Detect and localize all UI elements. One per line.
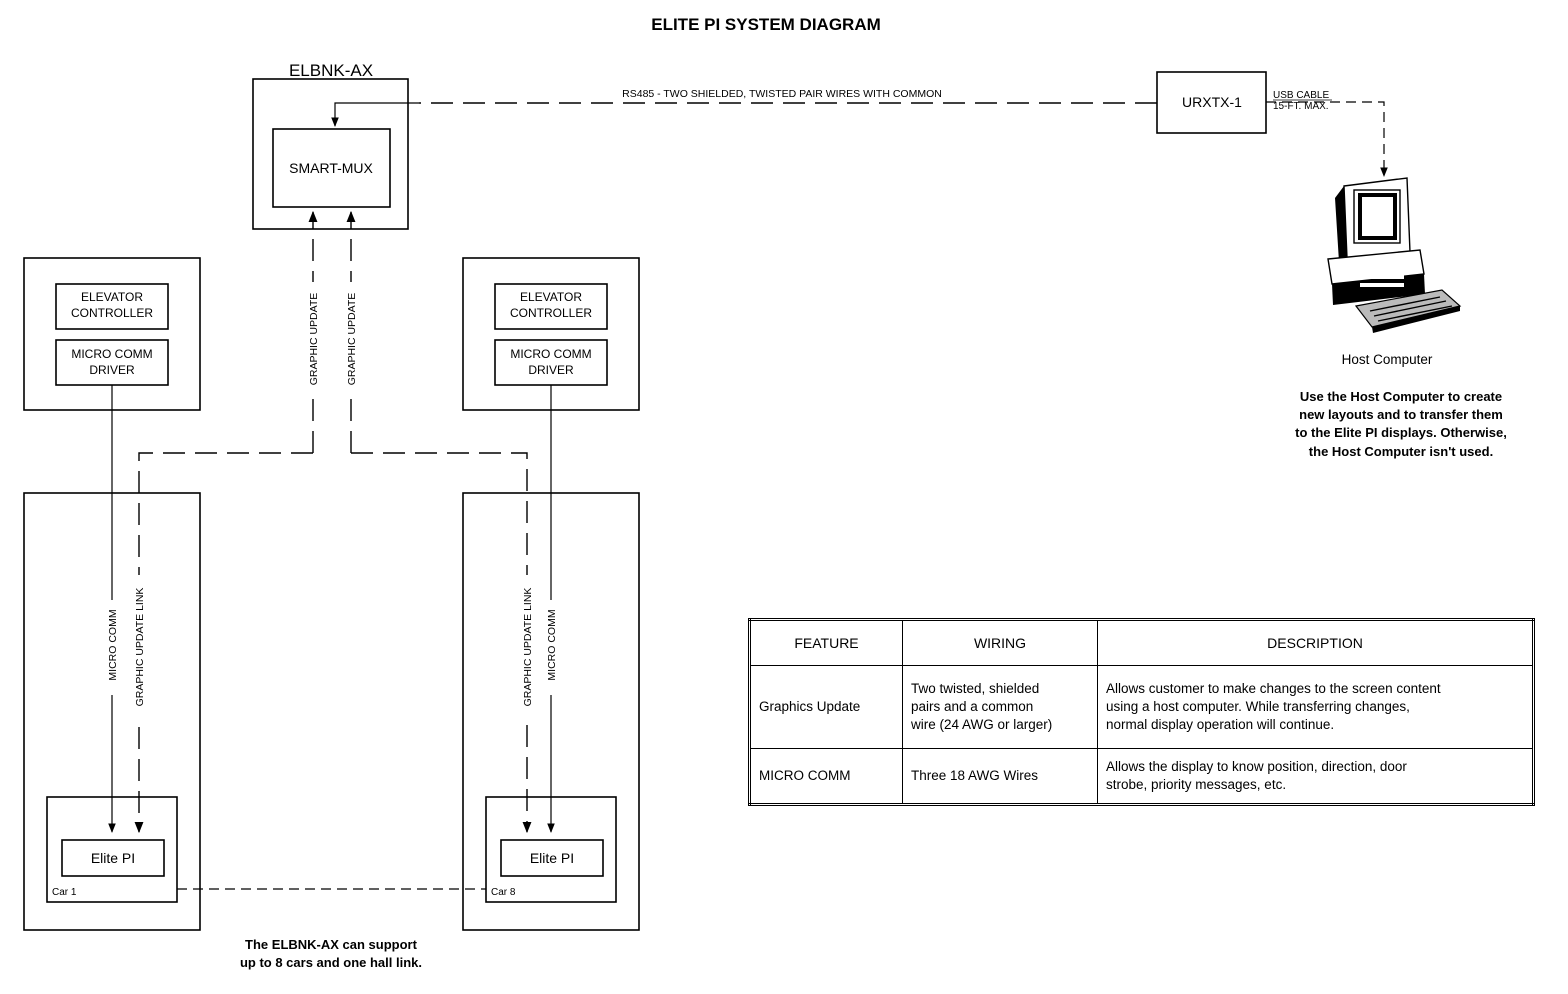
table-row: MICRO COMM Three 18 AWG Wires Allows the… [749, 748, 1534, 805]
right-driver-line1: MICRO COMM [510, 347, 591, 361]
graphic-update-label-right: GRAPHIC UPDATE [346, 293, 358, 386]
header-feature: FEATURE [749, 619, 903, 666]
graphic-update-label-left: GRAPHIC UPDATE [308, 293, 320, 386]
row2-desc-line1: Allows the display to know position, dir… [1106, 759, 1407, 774]
right-controller-line2: CONTROLLER [510, 306, 592, 320]
car8-elite-pi-label: Elite PI [530, 850, 574, 866]
row2-description: Allows the display to know position, dir… [1097, 748, 1534, 805]
car8-elite-pi [500, 839, 604, 877]
host-note-4: the Host Computer isn't used. [1309, 444, 1493, 459]
host-computer-icon [1327, 177, 1462, 333]
usb-cable [1266, 101, 1388, 177]
graphic-run-right [351, 452, 532, 834]
row1-feature: Graphics Update [749, 665, 903, 749]
car1-micro-comm-label: MICRO COMM [107, 609, 119, 680]
urxtx-label: URXTX-1 [1182, 94, 1242, 110]
row1-desc-line3: normal display operation will continue. [1106, 717, 1335, 732]
feature-table: FEATURE WIRING DESCRIPTION Graphics Upda… [748, 618, 1535, 806]
table-header-row: FEATURE WIRING DESCRIPTION [749, 619, 1534, 666]
smart-mux-box [272, 128, 391, 208]
rs485-drop [331, 102, 419, 127]
bottom-note-2: up to 8 cars and one hall link. [240, 955, 422, 970]
host-note-2: new layouts and to transfer them [1299, 407, 1503, 422]
right-driver-line2: DRIVER [528, 363, 574, 377]
right-controller-line1: ELEVATOR [520, 290, 582, 304]
car1-graphic-link-label: GRAPHIC UPDATE LINK [134, 588, 146, 707]
host-note-1: Use the Host Computer to create [1300, 389, 1502, 404]
diagram-title: ELITE PI SYSTEM DIAGRAM [651, 15, 881, 34]
elbnk-box [252, 78, 409, 230]
header-wiring: WIRING [902, 619, 1098, 666]
left-driver-line1: MICRO COMM [71, 347, 152, 361]
row2-wiring: Three 18 AWG Wires [902, 748, 1098, 805]
graphic-run-left [134, 452, 313, 834]
row1-wiring-line3: wire (24 AWG or larger) [911, 717, 1053, 732]
host-note-3: to the Elite PI displays. Otherwise, [1295, 425, 1507, 440]
usb-label-1: USB CABLE [1273, 90, 1329, 101]
elbnk-label: ELBNK-AX [289, 61, 373, 80]
row2-feature: MICRO COMM [749, 748, 903, 805]
row1-description: Allows customer to make changes to the s… [1097, 665, 1534, 749]
header-description: DESCRIPTION [1097, 619, 1534, 666]
table-row: Graphics Update Two twisted, shielded pa… [749, 665, 1534, 749]
car8-label: Car 8 [491, 887, 516, 898]
row1-desc-line1: Allows customer to make changes to the s… [1106, 681, 1441, 696]
car8-graphic-link-label: GRAPHIC UPDATE LINK [522, 588, 534, 707]
smart-mux-label: SMART-MUX [289, 160, 373, 176]
row2-desc-line2: strobe, priority messages, etc. [1106, 777, 1287, 792]
car1-label: Car 1 [52, 887, 77, 898]
left-controller-line2: CONTROLLER [71, 306, 153, 320]
row1-wiring-line1: Two twisted, shielded [911, 681, 1040, 696]
rs485-label: RS485 - TWO SHIELDED, TWISTED PAIR WIRES… [622, 88, 942, 100]
row1-wiring: Two twisted, shielded pairs and a common… [902, 665, 1098, 749]
row1-desc-line2: using a host computer. While transferrin… [1106, 699, 1410, 714]
car8-micro-comm-label: MICRO COMM [546, 609, 558, 680]
car1-elite-pi [61, 839, 165, 877]
car8-display-box [485, 796, 617, 903]
bottom-note-1: The ELBNK-AX can support [245, 937, 418, 952]
car1-display-box [46, 796, 178, 903]
left-controller-line1: ELEVATOR [81, 290, 143, 304]
row1-wiring-line2: pairs and a common [911, 699, 1034, 714]
host-computer-label: Host Computer [1342, 352, 1433, 367]
left-elevator-controller [55, 283, 169, 330]
left-driver-line2: DRIVER [89, 363, 135, 377]
usb-label-2: 15-FT. MAX. [1273, 101, 1329, 112]
car1-elite-pi-label: Elite PI [91, 850, 135, 866]
row2-wiring-line1: Three 18 AWG Wires [911, 768, 1039, 783]
right-elevator-controller [494, 283, 608, 330]
